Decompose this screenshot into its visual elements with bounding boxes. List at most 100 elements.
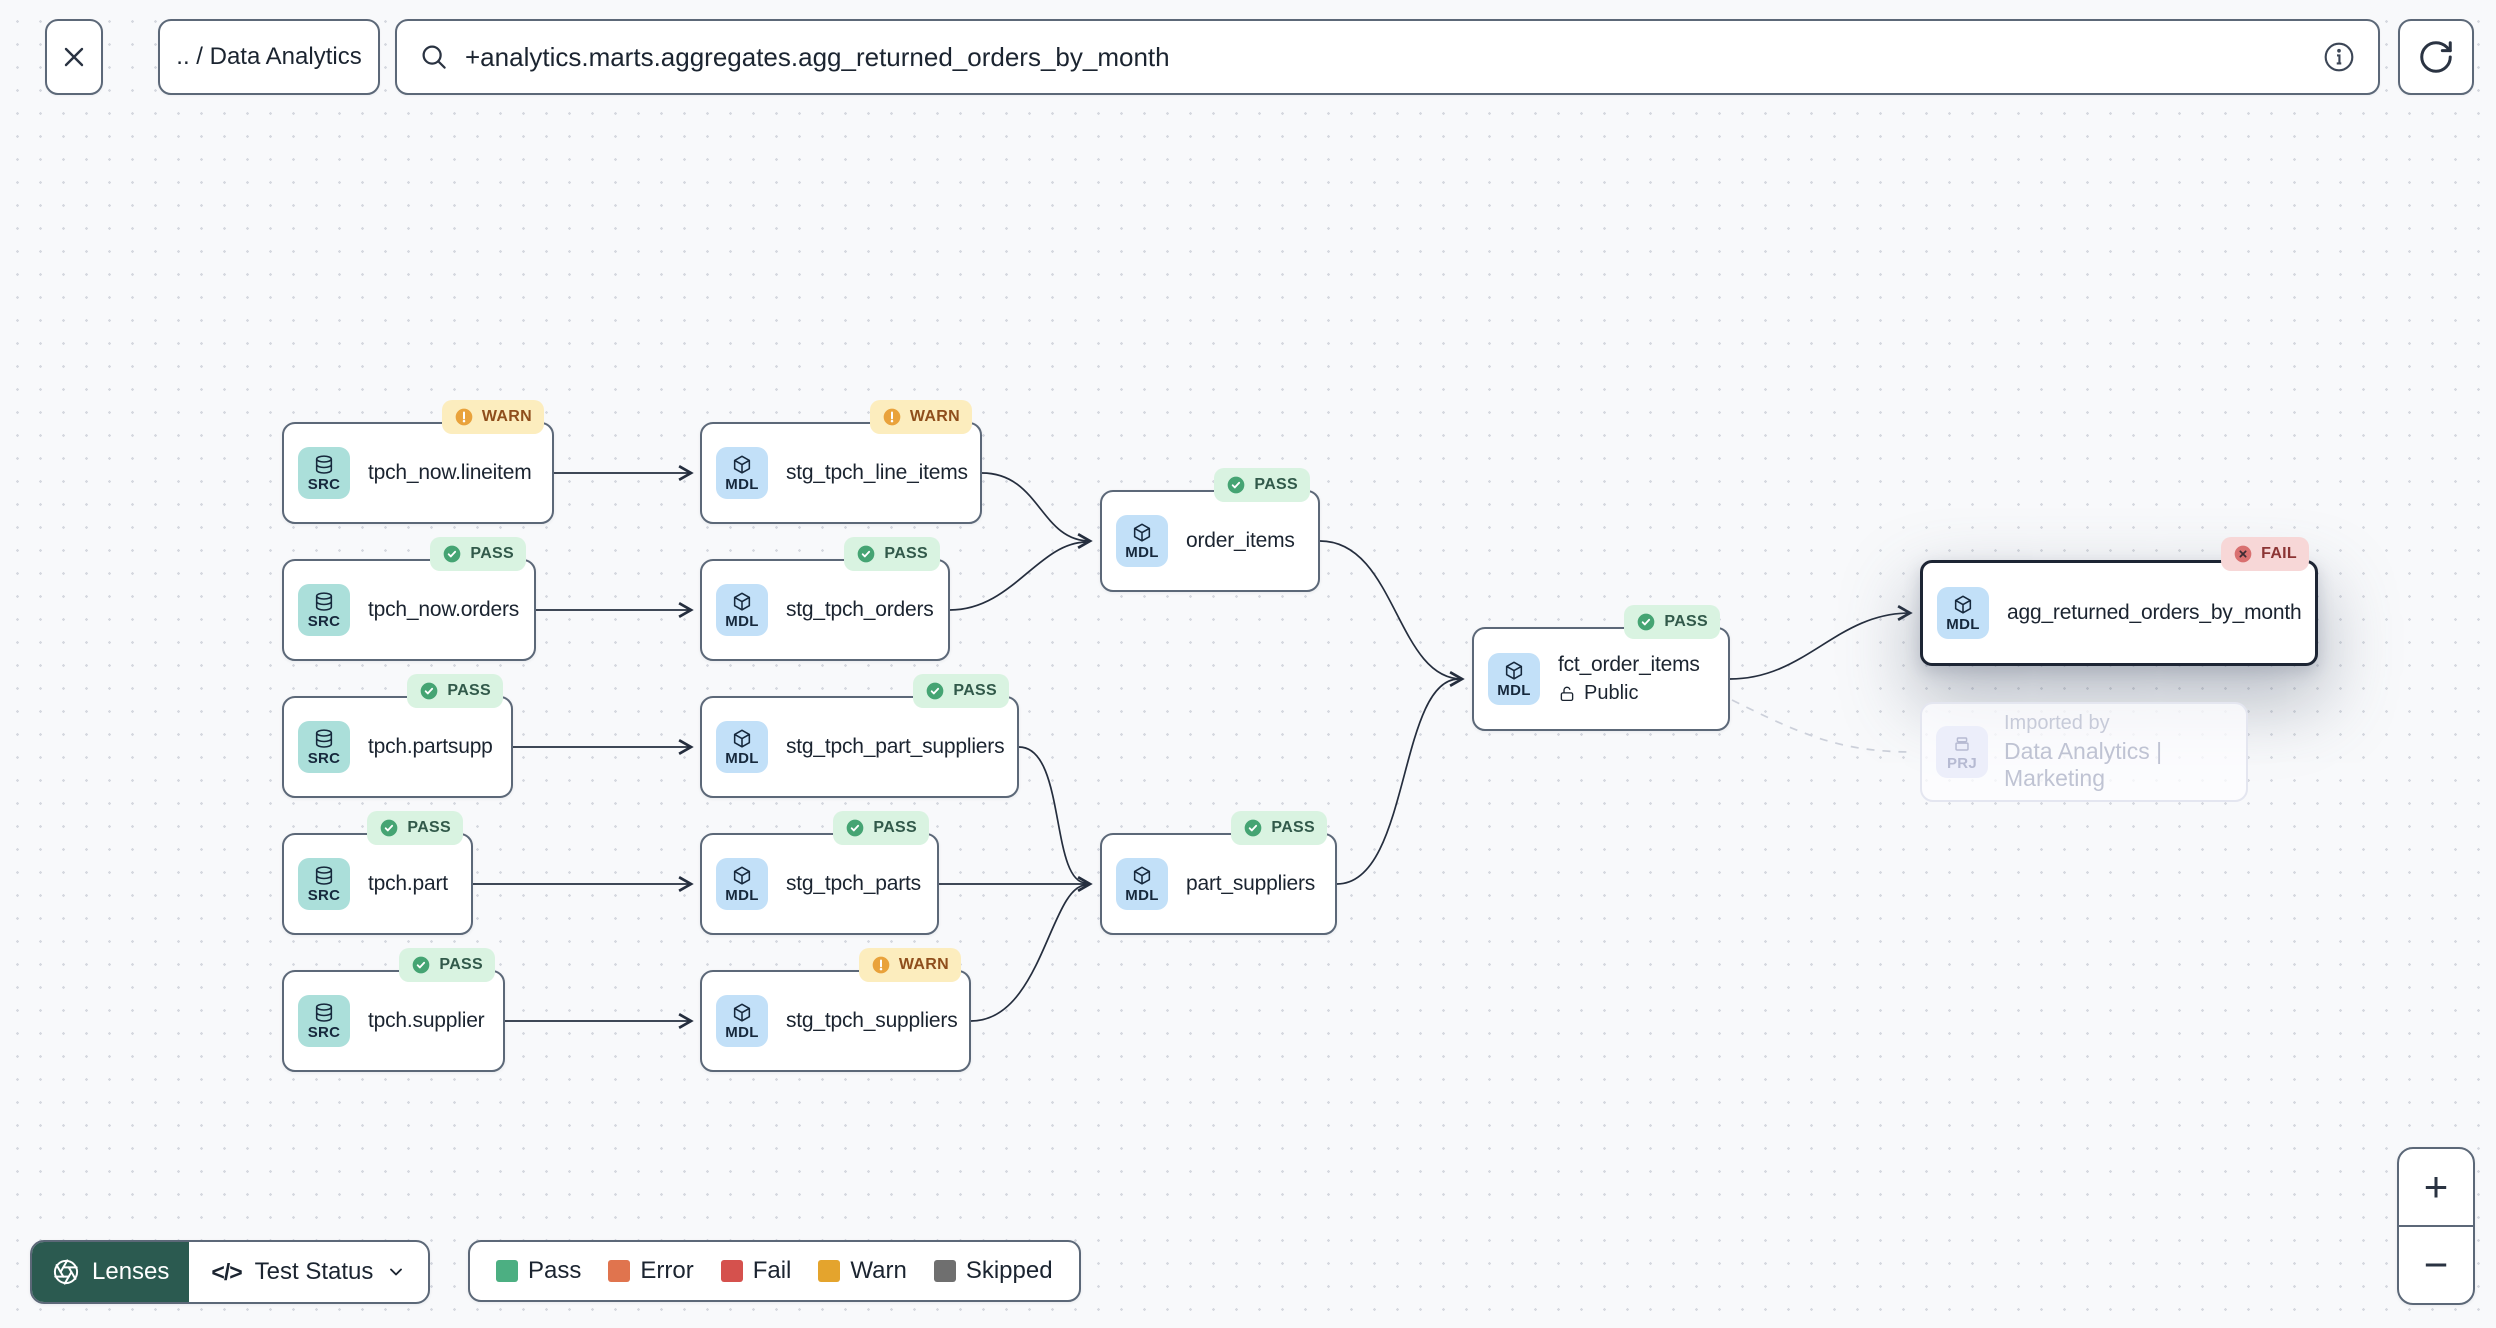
status-badge: FAIL — [2221, 537, 2309, 571]
status-badge: PASS — [430, 537, 526, 571]
status-badge: WARN — [869, 400, 972, 434]
lens-selected-label: Test Status — [254, 1258, 374, 1285]
breadcrumb-label: .. / Data Analytics — [176, 43, 362, 70]
zoom-in-button[interactable]: + — [2399, 1149, 2473, 1227]
model-type-chip: MDL — [716, 995, 768, 1047]
node-order-items[interactable]: PASS MDL order_items — [1100, 468, 1320, 592]
warn-icon — [455, 408, 473, 426]
source-type-chip: SRC — [298, 447, 350, 499]
legend-item-skipped: Skipped — [933, 1257, 1053, 1285]
code-icon: </> — [211, 1258, 242, 1285]
node-agg-returned-orders-by-month[interactable]: FAIL MDL agg_returned_orders_by_month — [1920, 537, 2318, 666]
check-circle-icon — [444, 545, 461, 563]
node-stg-tpch-line-items[interactable]: WARN MDL stg_tpch_line_items — [700, 400, 982, 524]
archive-icon — [1955, 737, 1969, 751]
database-icon — [315, 455, 333, 474]
model-type-chip: MDL — [716, 721, 768, 773]
status-badge: PASS — [399, 948, 495, 982]
node-label: stg_tpch_orders — [786, 598, 934, 621]
aperture-icon — [53, 1259, 79, 1285]
model-type-chip: MDL — [1116, 858, 1168, 910]
search-box[interactable] — [395, 19, 2380, 95]
node-stg-tpch-part-suppliers[interactable]: PASS MDL stg_tpch_part_suppliers — [700, 674, 1019, 798]
model-type-chip: MDL — [716, 447, 768, 499]
source-type-chip: SRC — [298, 995, 350, 1047]
database-icon — [315, 592, 333, 611]
project-type-chip: PRJ — [1936, 726, 1988, 778]
search-input[interactable] — [465, 41, 2306, 73]
info-icon[interactable] — [2322, 40, 2356, 74]
legend-item-error: Error — [608, 1257, 694, 1285]
check-circle-icon — [421, 682, 438, 700]
refresh-button[interactable] — [2398, 19, 2474, 95]
refresh-icon — [2420, 41, 2452, 73]
check-circle-icon — [858, 545, 875, 563]
check-circle-icon — [1245, 819, 1262, 837]
zoom-control: + − — [2397, 1147, 2475, 1305]
check-circle-icon — [1228, 476, 1245, 494]
source-type-chip: SRC — [298, 721, 350, 773]
node-tpch-partsupp[interactable]: PASS SRC tpch.partsupp — [282, 674, 513, 798]
check-circle-icon — [927, 682, 944, 700]
cube-icon — [733, 592, 751, 611]
status-badge: PASS — [407, 674, 503, 708]
node-tpch-now-orders[interactable]: PASS SRC tpch_now.orders — [282, 537, 536, 661]
cube-icon — [1133, 866, 1151, 885]
node-label: stg_tpch_parts — [786, 872, 921, 895]
node-tpch-now-lineitem[interactable]: WARN SRC tpch_now.lineitem — [282, 400, 554, 524]
node-imported-by-project[interactable]: PRJ Imported by Data Analytics | Marketi… — [1920, 702, 2248, 802]
node-tpch-part[interactable]: PASS SRC tpch.part — [282, 811, 473, 935]
lenses-control: Lenses </> Test Status — [30, 1240, 431, 1304]
cube-icon — [1954, 595, 1972, 614]
status-badge: PASS — [1231, 811, 1327, 845]
lenses-button[interactable]: Lenses — [32, 1242, 190, 1302]
model-type-chip: MDL — [1488, 653, 1540, 705]
database-icon — [315, 1003, 333, 1022]
fail-icon — [2234, 545, 2252, 563]
status-badge: PASS — [1214, 468, 1310, 502]
zoom-out-button[interactable]: − — [2399, 1227, 2473, 1303]
breadcrumb[interactable]: .. / Data Analytics — [158, 19, 380, 95]
error-swatch — [608, 1260, 631, 1282]
imported-by-project: Data Analytics | Marketing — [2004, 738, 2163, 791]
model-type-chip: MDL — [716, 858, 768, 910]
source-type-chip: SRC — [298, 584, 350, 636]
model-type-chip: MDL — [1116, 515, 1168, 567]
node-label: stg_tpch_suppliers — [786, 1009, 958, 1032]
database-icon — [315, 866, 333, 885]
pass-swatch — [496, 1260, 518, 1282]
node-label: part_suppliers — [1186, 872, 1316, 895]
node-stg-tpch-orders[interactable]: PASS MDL stg_tpch_orders — [700, 537, 950, 661]
status-badge: PASS — [844, 537, 940, 571]
node-label: fct_order_items — [1558, 653, 1700, 676]
node-label: agg_returned_orders_by_month — [2007, 601, 2302, 624]
lock-open-icon — [1560, 686, 1574, 701]
cube-icon — [733, 866, 751, 885]
node-label: tpch.part — [368, 872, 448, 895]
node-label: tpch.supplier — [368, 1009, 485, 1032]
database-icon — [315, 729, 333, 748]
node-stg-tpch-suppliers[interactable]: WARN MDL stg_tpch_suppliers — [700, 948, 971, 1072]
source-type-chip: SRC — [298, 858, 350, 910]
node-fct-order-items[interactable]: PASS MDL fct_order_items Public — [1472, 605, 1730, 731]
node-stg-tpch-parts[interactable]: PASS MDL stg_tpch_parts — [700, 811, 939, 935]
node-label: tpch_now.orders — [368, 598, 520, 621]
close-button[interactable] — [45, 19, 103, 95]
cube-icon — [1133, 523, 1151, 542]
status-badge: PASS — [913, 674, 1009, 708]
node-tpch-supplier[interactable]: PASS SRC tpch.supplier — [282, 948, 505, 1072]
model-type-chip: MDL — [716, 584, 768, 636]
lens-selector[interactable]: </> Test Status — [189, 1242, 428, 1302]
status-badge: PASS — [833, 811, 929, 845]
skipped-swatch — [933, 1260, 956, 1282]
status-badge: PASS — [367, 811, 463, 845]
status-badge: WARN — [441, 400, 544, 434]
check-circle-icon — [381, 819, 398, 837]
node-part-suppliers[interactable]: PASS MDL part_suppliers — [1100, 811, 1337, 935]
check-circle-icon — [847, 819, 864, 837]
visibility-row: Public — [1558, 682, 1700, 705]
status-badge: WARN — [858, 948, 961, 982]
check-circle-icon — [413, 956, 430, 974]
